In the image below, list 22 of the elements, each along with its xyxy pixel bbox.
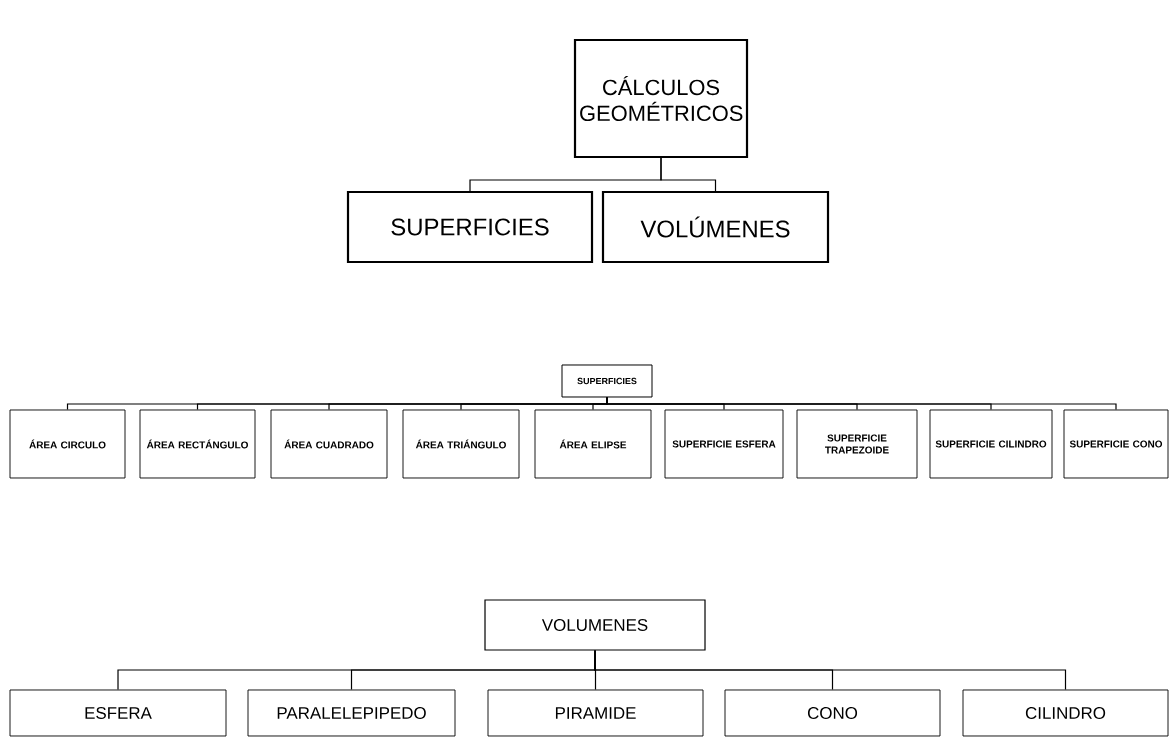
title-box: CÁLCULOS GEOMÉTRICOS [573,38,749,159]
connector-line [606,396,1117,411]
connector-line [660,157,717,192]
category-box: SUPERFICIES [346,190,594,264]
item-box: ÁREA RECTÁNGULO [139,409,256,479]
section-box: VOLUMENES [484,599,706,651]
section-box: SUPERFICIES [561,364,653,398]
item-box: SUPERFICIE CONO [1063,409,1169,479]
item-box: ESFERA [9,689,227,737]
item-box: ÁREA ELIPSE [534,409,652,479]
item-box: SUPERFICIE TRAPEZOIDE [796,409,918,479]
item-box: ÁREA CUADRADO [270,409,388,479]
item-box: CONO [724,689,941,737]
item-box: ÁREA TRIÁNGULO [402,409,520,479]
item-box: SUPERFICIE ESFERA [664,409,784,479]
category-box: VOLÚMENES [601,190,830,264]
item-box: SUPERFICIE CILINDRO [929,409,1053,479]
item-box: PIRAMIDE [487,689,704,737]
item-box: CILINDRO [962,689,1169,737]
connector-line [594,650,1067,691]
item-box: PARALELEPIPEDO [247,689,456,737]
item-box: ÁREA CIRCULO [9,409,126,479]
